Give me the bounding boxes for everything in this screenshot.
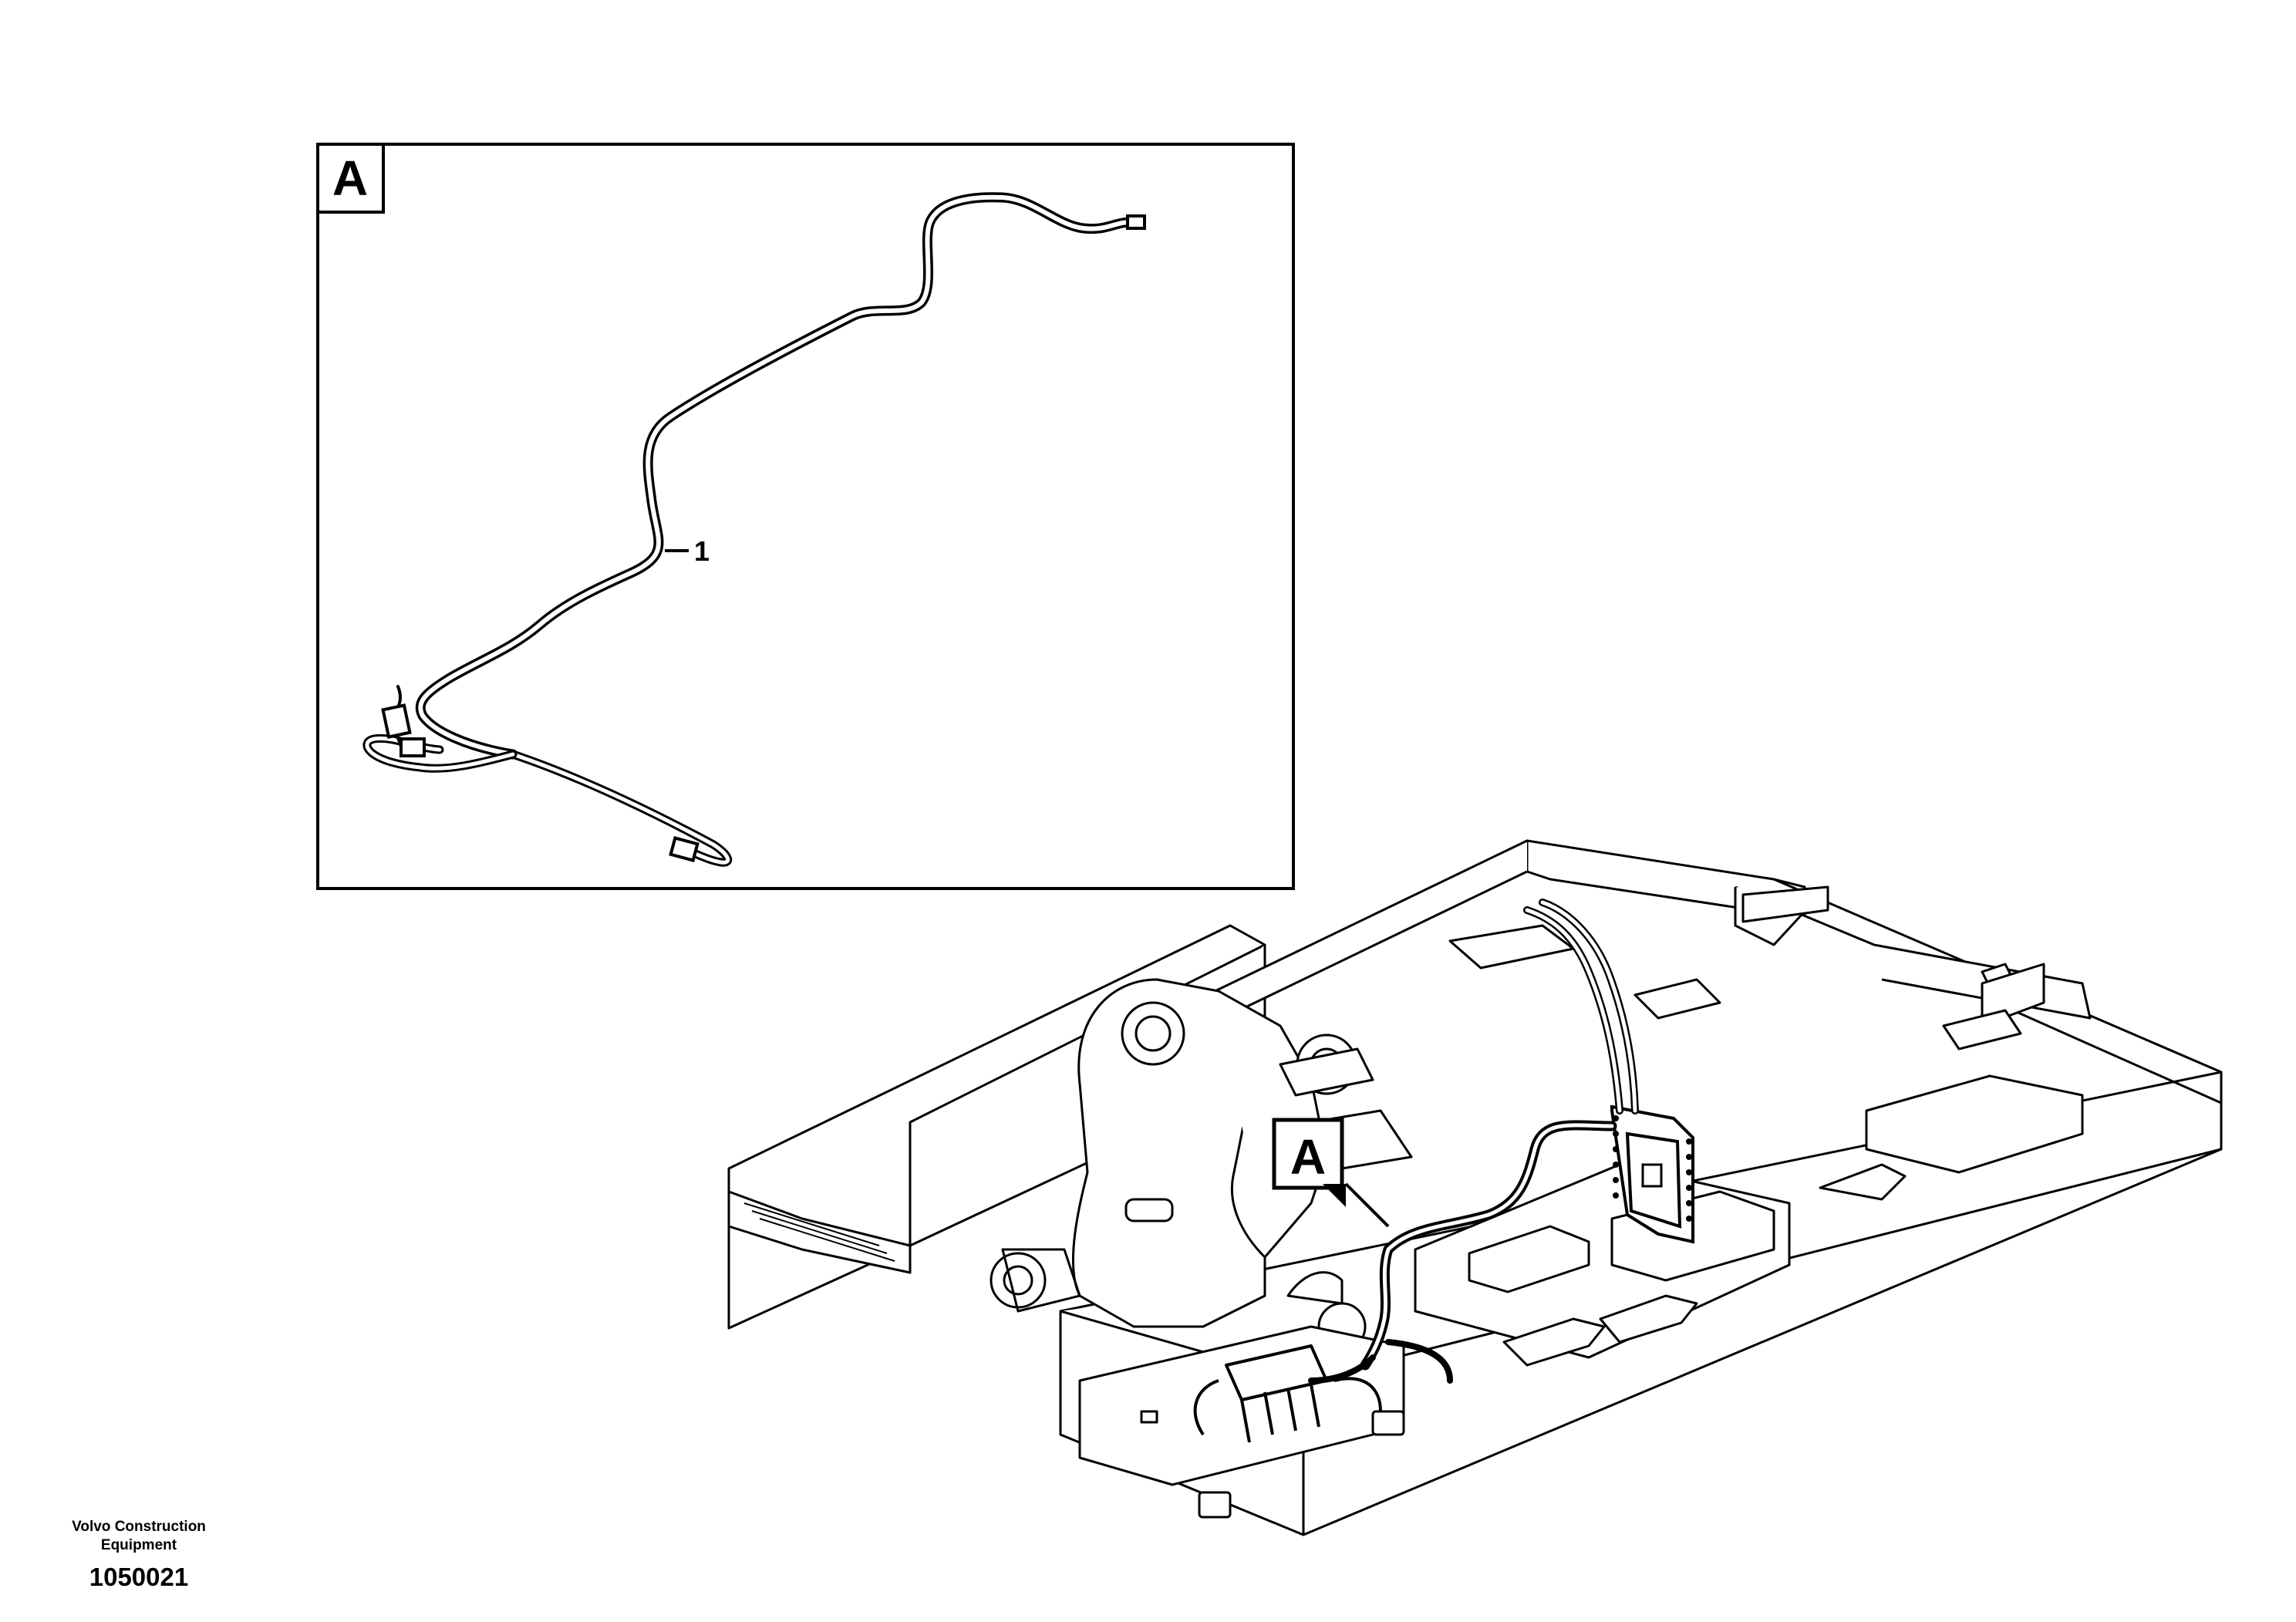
callout-box <box>1272 1118 1344 1190</box>
connector-left <box>381 703 412 739</box>
frame-assembly <box>727 839 2223 1536</box>
detail-label: A <box>332 150 368 206</box>
drawing-number: 1050021 <box>89 1563 189 1591</box>
detail-label-box <box>316 143 385 214</box>
connector-end <box>1126 214 1146 230</box>
installed-harness <box>1308 899 1639 1384</box>
company-line-1: Volvo Construction <box>72 1519 206 1535</box>
wire-harness <box>362 192 1143 867</box>
connector-mid <box>400 737 426 757</box>
callout-label: A <box>1290 1129 1326 1185</box>
callout-arrow <box>1323 1184 1346 1207</box>
footer: Volvo Construction Equipment 1050021 <box>39 1518 239 1592</box>
connector-right <box>669 836 700 862</box>
detail-frame <box>316 143 1295 890</box>
detail-view-a: A 1 <box>316 143 1295 890</box>
callout-leader <box>1344 1182 1390 1228</box>
company-line-2: Equipment <box>100 1537 177 1553</box>
part-callout-1: 1 <box>694 535 710 567</box>
main-view-callout-a: A <box>1272 1118 1390 1228</box>
